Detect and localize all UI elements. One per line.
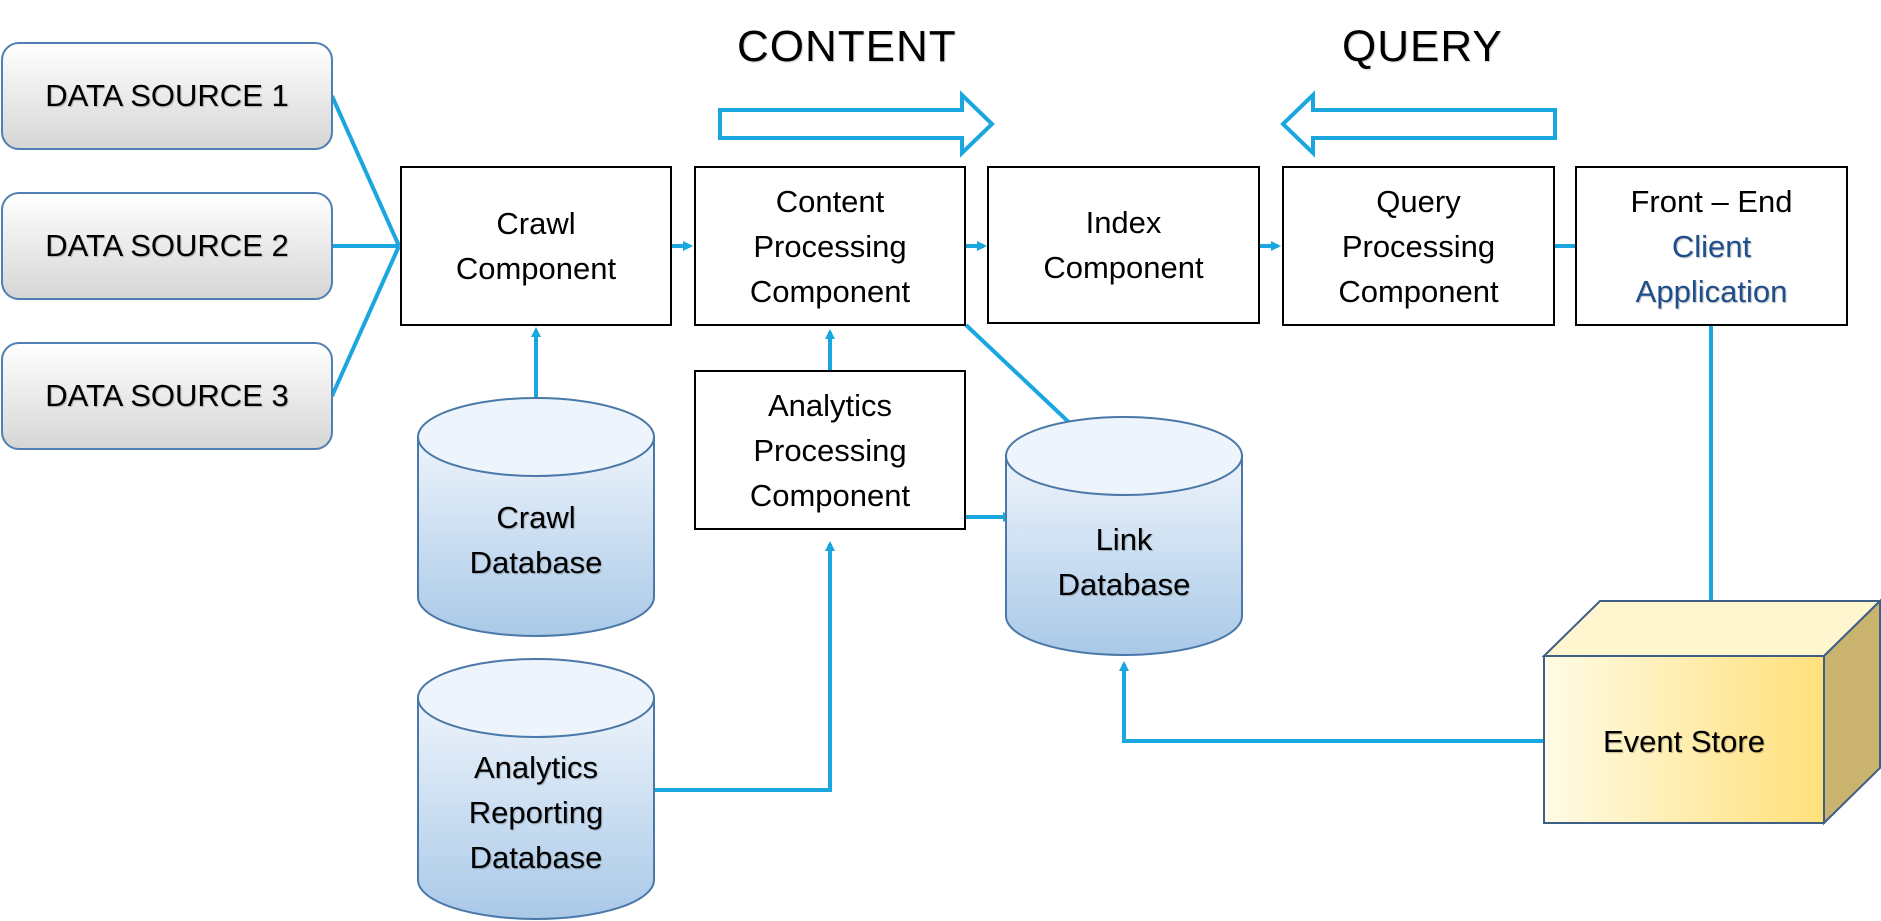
- analytics-reporting-database-cylinder: [417, 658, 655, 920]
- data-source-2-label: DATA SOURCE 2: [45, 228, 289, 263]
- query-heading: QUERY: [1342, 22, 1503, 71]
- analytics-processing-line1: Analytics: [767, 387, 893, 423]
- analytics-processing-component: Analytics Processing Component: [694, 370, 966, 530]
- content-flow-arrow: [718, 90, 995, 158]
- front-end-line1: Front – End: [1630, 183, 1793, 219]
- content-processing-line2: Processing: [753, 228, 907, 264]
- content-heading: CONTENT: [737, 22, 957, 71]
- content-processing-line3: Component: [749, 273, 911, 309]
- query-processing-line3: Component: [1338, 273, 1499, 309]
- data-source-3-label: DATA SOURCE 3: [45, 378, 289, 413]
- index-component-line2: Component: [1043, 250, 1204, 285]
- arrow-reporting-to-analytics: [655, 541, 835, 792]
- crawl-component: Crawl Component: [400, 166, 672, 326]
- analytics-processing-line3: Component: [749, 477, 911, 513]
- link-database-line1: Link: [1095, 522, 1153, 557]
- front-end-line3: Application: [1635, 273, 1788, 309]
- analytics-reporting-database-label: Analytics Reporting Database: [418, 742, 654, 882]
- analytics-reporting-line1: Analytics: [473, 749, 599, 785]
- data-source-3: DATA SOURCE 3: [1, 342, 333, 450]
- data-source-1-label: DATA SOURCE 1: [45, 78, 289, 113]
- link-database-line2: Database: [1057, 567, 1191, 602]
- content-processing-component: Content Processing Component: [694, 166, 966, 326]
- data-source-2: DATA SOURCE 2: [1, 192, 333, 300]
- crawl-database-line2: Database: [469, 545, 603, 580]
- link-database-cylinder: [1005, 416, 1243, 656]
- analytics-reporting-line3: Database: [469, 839, 603, 875]
- link-database-label: Link Database: [1006, 512, 1242, 612]
- index-component: Index Component: [987, 166, 1260, 324]
- query-processing-line1: Query: [1376, 183, 1461, 219]
- crawl-component-line1: Crawl: [496, 206, 576, 241]
- arrow-eventstore-to-link: [1119, 661, 1544, 743]
- crawl-database-line1: Crawl: [496, 500, 576, 535]
- front-end-client-application: Front – End Client Application: [1575, 166, 1848, 326]
- crawl-database-cylinder: [417, 397, 655, 637]
- crawl-database-label: Crawl Database: [418, 490, 654, 590]
- data-source-1: DATA SOURCE 1: [1, 42, 333, 150]
- crawl-component-line2: Component: [455, 251, 617, 286]
- query-processing-line2: Processing: [1341, 228, 1496, 264]
- analytics-processing-line2: Processing: [753, 432, 907, 468]
- query-flow-arrow: [1280, 90, 1557, 158]
- index-component-line1: Index: [1085, 205, 1162, 240]
- event-store-label: Event Store: [1603, 723, 1765, 759]
- event-store-cube: [1541, 598, 1881, 826]
- query-processing-component: Query Processing Component: [1282, 166, 1555, 326]
- front-end-line2: Client: [1671, 228, 1752, 264]
- source-connectors: [330, 95, 401, 397]
- analytics-reporting-line2: Reporting: [468, 794, 604, 830]
- content-processing-line1: Content: [775, 183, 885, 219]
